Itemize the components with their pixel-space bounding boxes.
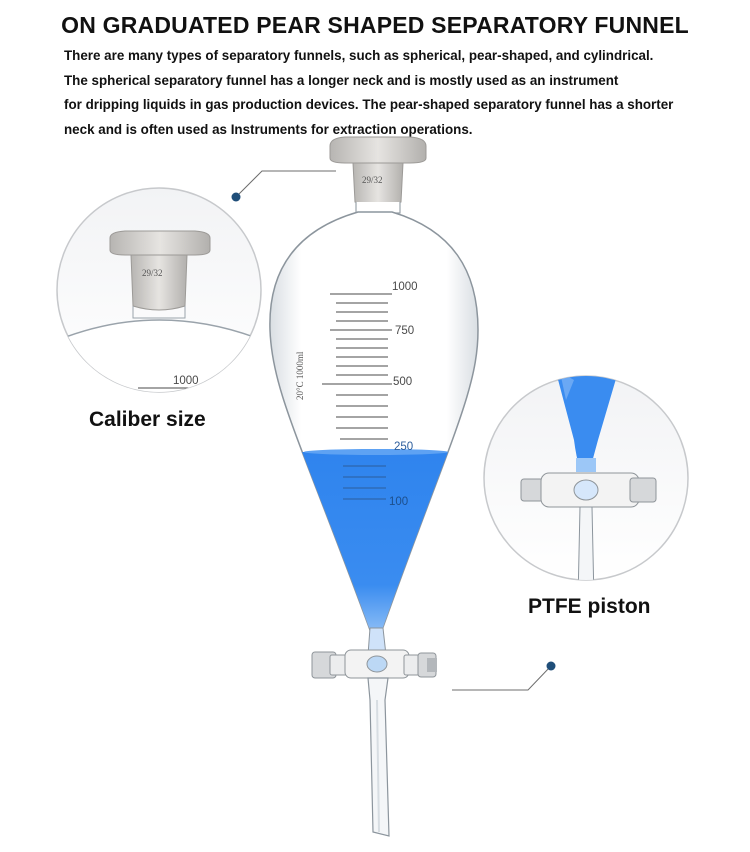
- description-line: There are many types of separatory funne…: [64, 48, 654, 63]
- graduation-label: 750: [395, 325, 414, 337]
- description: There are many types of separatory funne…: [64, 44, 750, 142]
- callout-line-top: [231, 170, 336, 202]
- zoom-circle-piston: [483, 375, 689, 581]
- description-line: for dripping liquids in gas production d…: [64, 97, 674, 112]
- graduation-label: 1000: [392, 281, 418, 293]
- graduation-label: 500: [393, 376, 412, 388]
- caliber-size-label: Caliber size: [89, 408, 206, 431]
- graduation-label: 100: [389, 496, 408, 508]
- page-title: ON GRADUATED PEAR SHAPED SEPARATORY FUNN…: [61, 12, 689, 38]
- description-line: The spherical separatory funnel has a lo…: [64, 72, 619, 88]
- graduation-scale: [322, 293, 392, 440]
- ptfe-stopcock: [311, 649, 437, 679]
- ptfe-piston-label: PTFE piston: [528, 595, 651, 618]
- blue-liquid: [269, 452, 478, 630]
- zoom-stopper-marking: 29/32: [142, 268, 163, 278]
- separatory-funnel: 29/32: [269, 136, 479, 837]
- zoom-circle-stopper: 29/32 1000: [56, 187, 262, 393]
- zoom-graduation: 1000: [173, 375, 199, 387]
- capacity-marking: 20°C 1000ml: [295, 351, 305, 400]
- description-line: neck and is often used as Instruments fo…: [64, 121, 473, 137]
- graduation-label: 250: [394, 441, 413, 453]
- callout-line-bottom: [452, 661, 556, 691]
- stopper: 29/32: [329, 136, 427, 207]
- stopper-marking: 29/32: [362, 175, 383, 185]
